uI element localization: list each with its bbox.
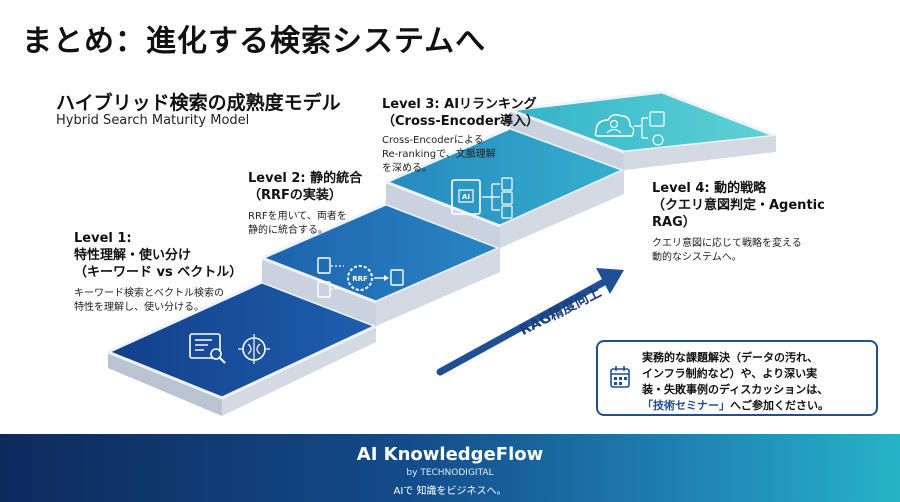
document-search-icon	[189, 333, 226, 364]
level-1-title: Level 1:	[74, 231, 132, 246]
level-1-text: Level 1: 特性理解・使い分け （キーワード vs ベクトル） キーワード…	[74, 230, 242, 315]
model-title-jp: ハイブリッド検索の成熟度モデル	[56, 92, 341, 114]
progress-arrow	[436, 268, 624, 376]
brand-by: by TECHNODIGITAL	[406, 468, 494, 478]
level-2-desc-2: 静的に統合する。	[248, 225, 328, 236]
level-3-subtitle: （Cross-Encoder導入）	[382, 114, 540, 129]
note-line-4: 「技術セミナー」へご参加ください。	[642, 398, 829, 414]
level-4-subtitle-2: RAG）	[652, 215, 696, 230]
level-1-subtitle-2: （キーワード vs ベクトル）	[74, 265, 243, 280]
level-2-title: Level 2: 静的統合	[248, 171, 363, 186]
level-2-subtitle: （RRFの実装）	[248, 188, 342, 203]
level-1-desc-1: キーワード検索とベクトル検索の	[74, 288, 224, 299]
brand-tagline: AIで 知識をビジネスへ。	[393, 486, 507, 497]
seminar-note: 実務的な課題解決（データの汚れ、 インフラ制約など）や、より深い実 装・失敗事例…	[596, 340, 878, 416]
model-title-en: Hybrid Search Maturity Model	[56, 113, 250, 128]
level-1-desc-2: 特性を理解し、使い分ける。	[74, 302, 204, 313]
level-3-desc-3: を深める。	[382, 163, 432, 174]
agentic-strategy-icon	[594, 111, 665, 146]
note-line-4-rest: へご参加ください。	[730, 399, 829, 412]
level-3-desc-1: Cross-Encoderによる	[382, 135, 484, 146]
rrf-label: RRF	[352, 275, 368, 283]
calendar-icon	[610, 366, 630, 388]
level-4-desc-2: 動的なシステムへ。	[652, 252, 742, 263]
level-3-title: Level 3: AIリランキング	[382, 97, 537, 112]
brain-chip-icon	[238, 334, 270, 364]
note-line-1: 実務的な課題解決（データの汚れ、	[642, 351, 819, 364]
note-line-3: 装・失敗事例のディスカッションは、	[642, 383, 829, 396]
ai-label: AI	[462, 193, 470, 201]
maturity-staircase: RRF AI	[107, 90, 777, 416]
level-2-text: Level 2: 静的統合 （RRFの実装） RRFを用いて、両者を 静的に統合…	[248, 170, 362, 238]
note-text: 実務的な課題解決（データの汚れ、 インフラ制約など）や、より深い実 装・失敗事例…	[642, 350, 829, 414]
level-1-subtitle: 特性理解・使い分け	[74, 248, 192, 263]
brand-name: AI KnowledgeFlow	[356, 444, 544, 465]
seminar-link[interactable]: 「技術セミナー」	[642, 399, 730, 412]
rrf-merge-icon: RRF	[317, 257, 404, 298]
note-line-2: インフラ制約など）や、より深い実	[642, 367, 818, 380]
level-3-desc-2: Re-rankingで、文脈理解	[382, 149, 496, 160]
level-2-desc-1: RRFを用いて、両者を	[248, 211, 347, 222]
footer-banner: AI KnowledgeFlow by TECHNODIGITAL AIで 知識…	[0, 434, 900, 502]
ai-rerank-icon: AI	[451, 177, 513, 219]
page-title: まとめ：進化する検索システムへ	[22, 24, 487, 59]
level-4-subtitle: （クエリ意図判定・Agentic	[652, 198, 825, 213]
level-4-desc-1: クエリ意図に応じて戦略を変える	[652, 238, 802, 249]
level-3-text: Level 3: AIリランキング （Cross-Encoder導入） Cros…	[382, 96, 539, 176]
level-4-title: Level 4: 動的戦略	[652, 181, 767, 196]
level-4-text: Level 4: 動的戦略 （クエリ意図判定・Agentic RAG） クエリ意…	[652, 180, 825, 265]
